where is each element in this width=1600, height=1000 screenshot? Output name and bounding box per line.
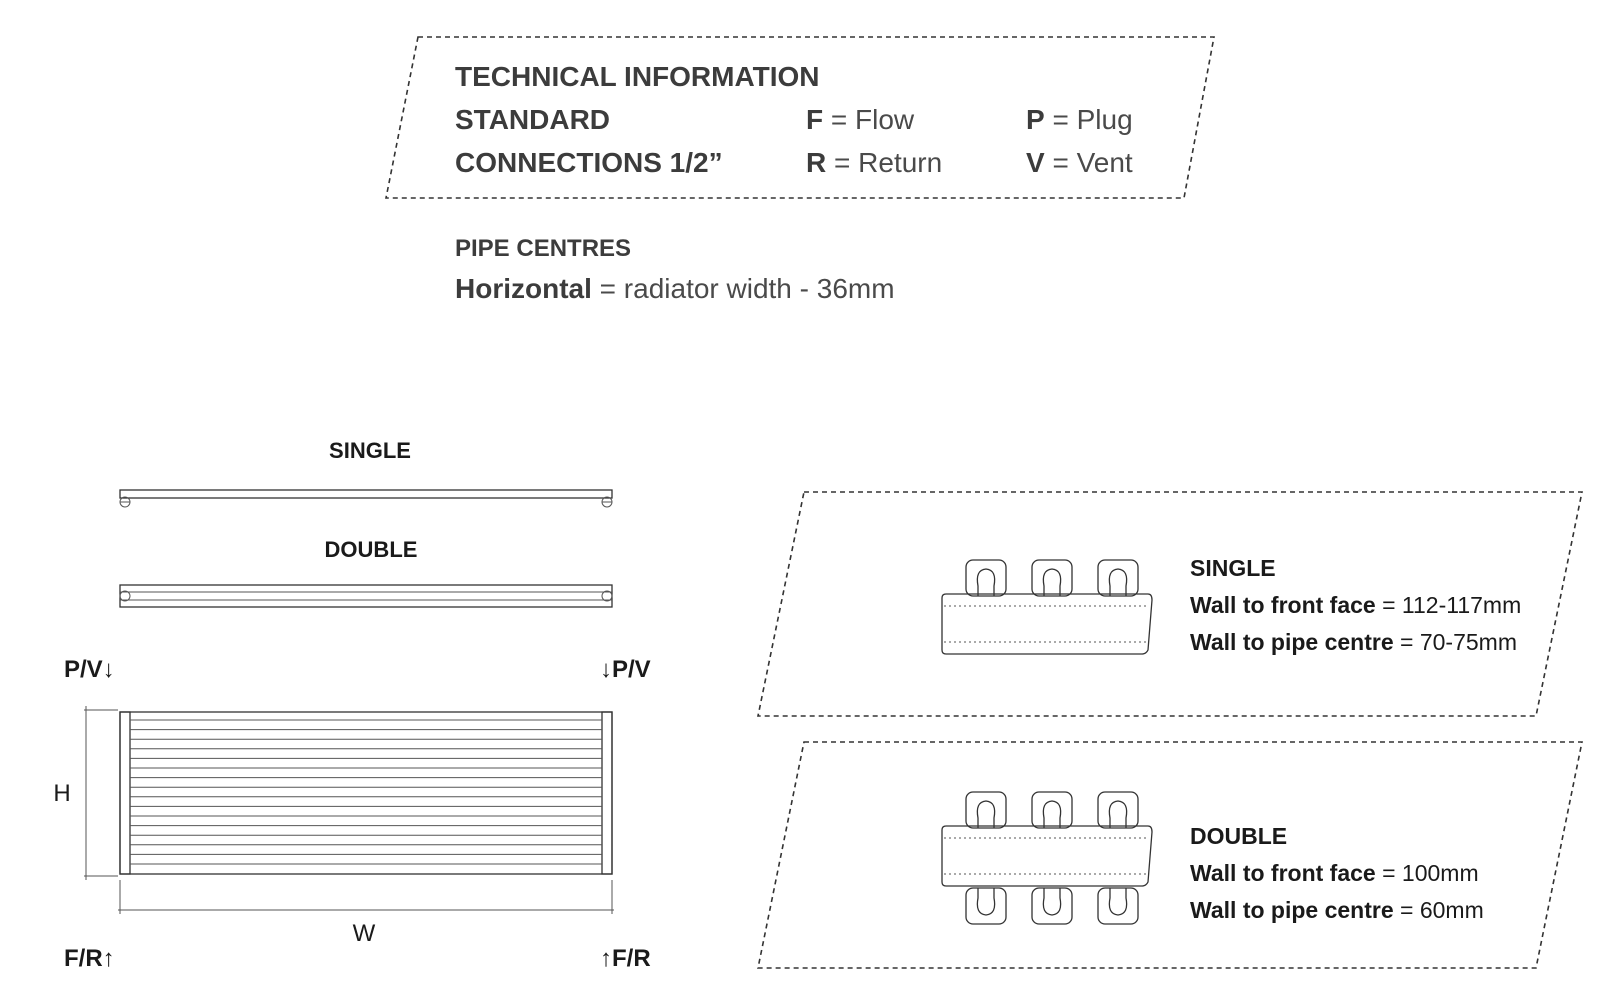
- height-label: H: [53, 780, 70, 807]
- pipe-centres-title: PIPE CENTRES: [455, 235, 631, 262]
- elevation-double-label: DOUBLE: [325, 537, 418, 562]
- single-section-title: SINGLE: [1190, 555, 1276, 581]
- fr-left-label: F/R↑: [64, 945, 115, 972]
- wall-clip-icon: [1031, 791, 1073, 829]
- width-label: W: [353, 920, 376, 947]
- double-pipe-centre: Wall to pipe centre = 60mm: [1190, 897, 1484, 923]
- double-front-face: Wall to front face = 100mm: [1190, 860, 1479, 886]
- single-front-face: Wall to front face = 112-117mm: [1190, 592, 1521, 618]
- tech-info-connections: CONNECTIONS 1/2”: [455, 147, 723, 178]
- single-pipe-centre: Wall to pipe centre = 70-75mm: [1190, 629, 1517, 655]
- pv-right-label: ↓P/V: [600, 656, 651, 683]
- pipe-centres-formula: Horizontal = radiator width - 36mm: [455, 273, 895, 304]
- single-top-view: [119, 489, 613, 508]
- double-section-drawing: [941, 791, 1153, 925]
- legend-flow: F = Flow: [806, 104, 915, 135]
- legend-return: R = Return: [806, 147, 942, 178]
- wall-clip-icon: [965, 791, 1007, 829]
- wall-clip-icon: [1097, 791, 1139, 829]
- tech-info-standard: STANDARD: [455, 104, 610, 135]
- wall-clip-icon: [1031, 559, 1073, 597]
- wall-clip-icon: [1097, 559, 1139, 597]
- double-top-view: [119, 584, 613, 608]
- height-dimension: [84, 706, 118, 880]
- fr-right-label: ↑F/R: [600, 945, 651, 972]
- legend-plug: P = Plug: [1026, 104, 1133, 135]
- wall-clip-icon: [965, 559, 1007, 597]
- wall-clip-icon: [1031, 887, 1073, 925]
- tech-info-frame: [385, 36, 1215, 199]
- tech-info-title: TECHNICAL INFORMATION: [455, 61, 820, 92]
- legend-vent: V = Vent: [1026, 147, 1133, 178]
- wall-clip-icon: [1097, 887, 1139, 925]
- double-section-frame: [757, 741, 1583, 969]
- width-dimension: [118, 880, 614, 914]
- double-section-title: DOUBLE: [1190, 823, 1287, 849]
- single-section-drawing: [941, 559, 1153, 655]
- radiator-tubes: [130, 719, 602, 865]
- elevation-single-label: SINGLE: [329, 438, 411, 463]
- wall-clip-icon: [965, 887, 1007, 925]
- front-elevation: [119, 711, 613, 875]
- pv-left-label: P/V↓: [64, 656, 115, 683]
